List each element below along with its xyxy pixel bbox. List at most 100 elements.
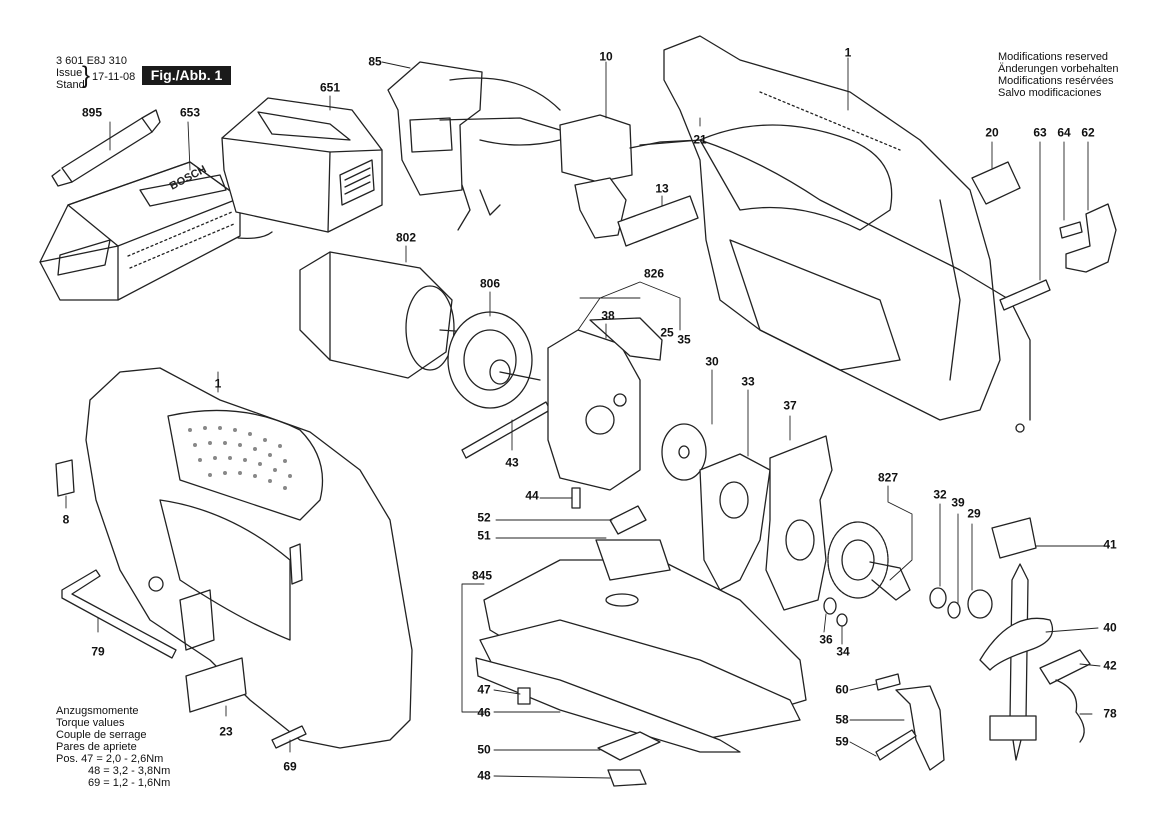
battery-drawing <box>221 97 383 233</box>
part-label: 10 <box>599 49 613 64</box>
part-label: 41 <box>1103 537 1117 552</box>
notice-line-3: Modifications resérvées <box>998 75 1114 87</box>
part-label: 20 <box>985 125 999 140</box>
part-label: 85 <box>368 54 382 69</box>
part-label: 23 <box>219 724 233 739</box>
part-label: 34 <box>836 644 850 659</box>
charger-drawing <box>39 161 273 301</box>
part-label: 1 <box>214 376 222 391</box>
label-23-drawing <box>185 657 247 713</box>
part-label: 63 <box>1033 125 1047 140</box>
torque-heading-3: Couple de serrage <box>56 729 147 741</box>
part-label: 60 <box>835 682 849 697</box>
part-label: 806 <box>479 276 501 291</box>
torque-row-47: Pos. 47 = 2,0 - 2,6Nm <box>56 753 164 765</box>
torque-row-48: 48 = 3,2 - 3,8Nm <box>88 765 171 777</box>
part-label: 46 <box>477 705 491 720</box>
washer-30-drawing <box>661 423 707 481</box>
lever-58-drawing <box>895 685 945 771</box>
part-label: 30 <box>705 354 719 369</box>
part-label: 50 <box>477 742 491 757</box>
torque-row-69: 69 = 1,2 - 1,6Nm <box>88 777 171 789</box>
screw-47-drawing <box>517 687 531 705</box>
part-label: 44 <box>525 488 539 503</box>
leader-lines <box>65 57 1107 779</box>
figure-label: Fig./Abb. 1 <box>142 66 231 85</box>
part-label: 64 <box>1057 125 1071 140</box>
issue-label: Issue <box>56 67 83 79</box>
pin-43-drawing <box>461 401 551 459</box>
notice-line-2: Änderungen vorbehalten <box>998 63 1119 75</box>
housing-half-left-drawing <box>85 367 413 749</box>
part-label: 62 <box>1081 125 1095 140</box>
part-label: 895 <box>81 105 103 120</box>
part-label: 47 <box>477 682 491 697</box>
part-label: 79 <box>91 644 105 659</box>
part-label: 35 <box>677 332 691 347</box>
part-label: 845 <box>471 568 493 583</box>
part-label: 52 <box>477 510 491 525</box>
notice-line-4: Salvo modificaciones <box>998 87 1102 99</box>
part-label: 653 <box>179 105 201 120</box>
part-label: 25 <box>660 325 674 340</box>
part-label: 8 <box>62 512 70 527</box>
guide-plate-hole <box>719 481 749 519</box>
grease-tube-drawing <box>51 109 161 187</box>
part-label: 36 <box>819 632 833 647</box>
part-label: 802 <box>395 230 417 245</box>
part-label: 78 <box>1103 706 1117 721</box>
part-label: 51 <box>477 528 491 543</box>
stand-label: Stand <box>56 79 85 91</box>
housing-half-right-drawing <box>639 35 1031 433</box>
screw-64-drawing <box>1059 221 1083 239</box>
part-label: 38 <box>601 308 615 323</box>
clamp-50-drawing <box>597 731 661 761</box>
part-label: 21 <box>693 132 707 147</box>
gear-827-drawing <box>827 521 911 601</box>
part-label: 58 <box>835 712 849 727</box>
screw-48-drawing <box>607 769 647 787</box>
part-label: 48 <box>477 768 491 783</box>
label-20-drawing <box>971 161 1021 205</box>
plunger-assembly-drawing <box>979 563 1091 761</box>
part-label: 29 <box>967 506 981 521</box>
plate-37-hole <box>785 519 815 561</box>
screw-69-drawing <box>271 725 307 749</box>
pin-44-drawing <box>571 487 581 509</box>
part-label: 1 <box>844 45 852 60</box>
pin-59-drawing <box>875 729 917 761</box>
bevel-gear-drawing <box>447 311 541 409</box>
trigger-switch-drawing <box>559 114 701 239</box>
part-60-drawing <box>875 673 901 691</box>
part-label: 69 <box>283 759 297 774</box>
label-13-drawing <box>617 195 699 247</box>
torque-heading-4: Pares de apriete <box>56 741 137 753</box>
part-label: 33 <box>741 374 755 389</box>
base-plate-drawing <box>475 505 807 753</box>
part-label: 826 <box>643 266 665 281</box>
part-label: 59 <box>835 734 849 749</box>
guide-plate-33-drawing <box>699 453 771 591</box>
brace-glyph: } <box>82 62 91 89</box>
part-label: 827 <box>877 470 899 485</box>
lever-62-drawing <box>1065 203 1117 273</box>
plate-37-drawing <box>765 435 833 611</box>
pin-63-drawing <box>999 279 1051 311</box>
part-label: 37 <box>783 398 797 413</box>
issue-date: 17-11-08 <box>92 71 136 83</box>
doc-number: 3 601 E8J 310 <box>56 55 127 67</box>
motor-drawing <box>299 251 471 379</box>
part-label: 40 <box>1103 620 1117 635</box>
guide-41-drawing <box>991 517 1037 559</box>
notice-line-1: Modifications reserved <box>998 51 1109 63</box>
part-label: 32 <box>933 487 947 502</box>
torque-heading-1: Anzugsmomente <box>56 705 139 717</box>
part-label: 39 <box>951 495 965 510</box>
part-label: 42 <box>1103 658 1117 673</box>
part-label: 651 <box>319 80 341 95</box>
gear-housing-drawing <box>547 317 663 491</box>
torque-heading-2: Torque values <box>56 717 125 729</box>
hex-key-79-drawing <box>61 569 177 659</box>
